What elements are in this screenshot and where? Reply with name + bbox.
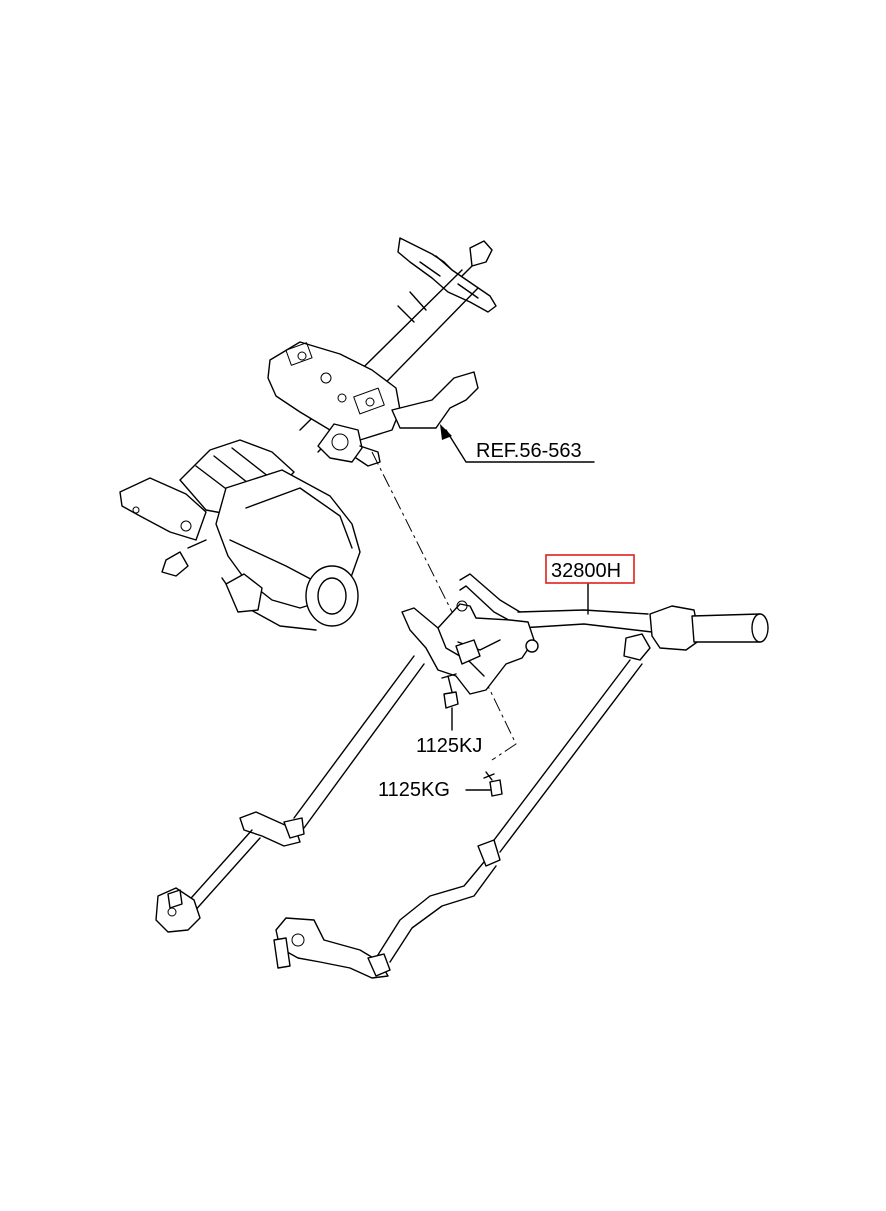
ref-arrow <box>440 424 595 463</box>
right-stay-rod <box>273 659 643 979</box>
cross-bar-32800h <box>401 573 769 695</box>
part-1125kg-label: 1125KG <box>378 779 450 801</box>
highlight-box <box>545 554 635 584</box>
bolt-1125kj <box>441 673 459 731</box>
bolt-1125kg <box>465 771 503 797</box>
ref-label: REF.56-563 <box>476 440 582 462</box>
left-stay-rod <box>155 655 425 933</box>
steering-column-assembly <box>119 237 497 631</box>
part-32800h-label: 32800H <box>551 560 621 582</box>
part-1125kj-label: 1125KJ <box>416 735 482 757</box>
assembly-centerline <box>371 451 517 761</box>
